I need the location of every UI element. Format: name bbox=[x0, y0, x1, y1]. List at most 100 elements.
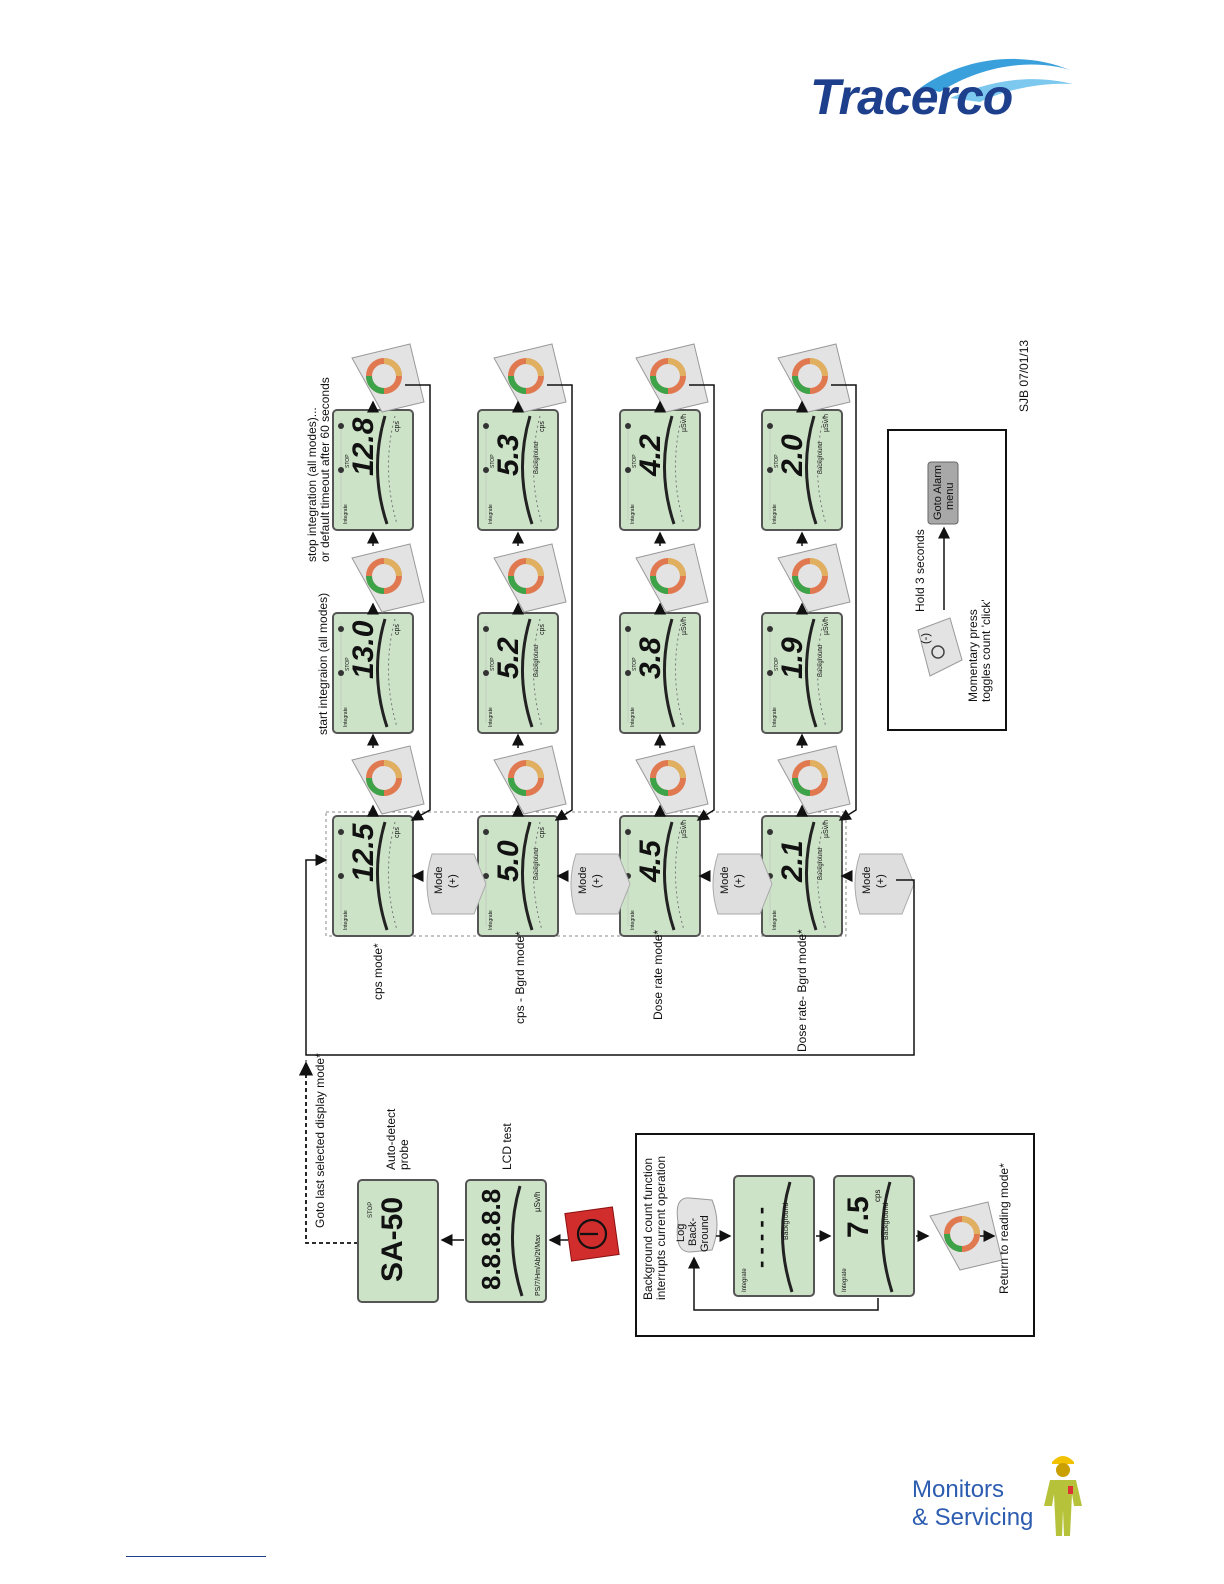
monitors-wordmark: Monitors bbox=[912, 1476, 1005, 1503]
bg-result-integrate-tag: Integrate bbox=[842, 1268, 848, 1292]
lcd-unit: cps bbox=[394, 421, 401, 432]
background-count-box bbox=[635, 1133, 1035, 1337]
keypad-icon[interactable] bbox=[494, 344, 566, 412]
footer-link-underline bbox=[126, 1556, 266, 1557]
probe-detect-lcd bbox=[357, 1179, 439, 1303]
lcd-unit: µSv/h bbox=[823, 820, 830, 838]
alarm-menu-box bbox=[887, 429, 1007, 731]
minus-key-label: (-) bbox=[920, 633, 932, 644]
keypad-icon[interactable] bbox=[636, 344, 708, 412]
lcd-background-tag: Background bbox=[818, 645, 824, 677]
lcd-integrate-tag: Integrate bbox=[343, 910, 349, 930]
lcd-stop-tag: STOP bbox=[345, 454, 351, 468]
log-label-3: Ground bbox=[699, 1215, 711, 1252]
goto-alarm-menu-button[interactable] bbox=[927, 461, 959, 525]
lcd-value: 13.0 bbox=[347, 620, 380, 679]
mode-key-label: Mode bbox=[861, 866, 873, 894]
bg-result-lcd bbox=[833, 1175, 915, 1297]
lcd-integrate-tag: Integrate bbox=[343, 707, 349, 727]
keypad-icon[interactable] bbox=[778, 544, 850, 612]
lcd-stop-tag: STOP bbox=[345, 657, 351, 671]
tracerco-swoosh-icon bbox=[920, 58, 1073, 102]
lcd-stop-tag: STOP bbox=[490, 657, 496, 671]
mode-key-label-plus: (+) bbox=[875, 874, 887, 888]
mode-key-label-plus: (+) bbox=[447, 874, 459, 888]
stop-integration-label-2: or default timeout after 60 seconds bbox=[318, 377, 332, 562]
special-lcd-values: SA-50 8.8.8.8.8 µSv/h PS/7/Hm/Ab/2t/Max … bbox=[368, 1189, 890, 1296]
lcd-stop-tag: STOP bbox=[490, 454, 496, 468]
mode-key-label: Mode bbox=[719, 866, 731, 894]
log-label-2: Back- bbox=[687, 1218, 699, 1246]
lcd-test-display-value: 8.8.8.8.8 bbox=[476, 1189, 506, 1290]
lcd-unit: cps bbox=[539, 827, 546, 838]
lcd-stop-tag: STOP bbox=[632, 454, 638, 468]
keypad-icon[interactable] bbox=[778, 344, 850, 412]
bg-dashes-lcd bbox=[733, 1175, 815, 1297]
bg-result-unit: cps bbox=[873, 1190, 882, 1202]
lcd-integrate-tag: Integrate bbox=[343, 504, 349, 524]
mode-label-dose-bgrd: Dose rate- Bgrd mode* bbox=[795, 929, 809, 1052]
return-to-reading-label: Return to reading mode* bbox=[997, 1163, 1011, 1294]
lcd-unit: µSv/h bbox=[823, 617, 830, 635]
lcd-background-tag: Background bbox=[534, 442, 540, 474]
lcd-value: 5.3 bbox=[492, 434, 525, 476]
bg-dashes-background-tag: Background bbox=[783, 1203, 790, 1240]
goto-alarm-label-2: menu bbox=[944, 482, 956, 510]
mode-key-labels: Mode(+)Mode(+)Mode(+)Mode(+) bbox=[433, 866, 887, 894]
power-button[interactable] bbox=[564, 1206, 620, 1262]
minus-key-button[interactable] bbox=[917, 617, 963, 677]
lcd-stop-tag: STOP bbox=[774, 657, 780, 671]
lcd-unit: µSv/h bbox=[823, 414, 830, 432]
lcd-integrate-tag: Integrate bbox=[630, 504, 636, 524]
keypad-icon[interactable] bbox=[352, 344, 424, 412]
lcd-test-unit: µSv/h bbox=[533, 1191, 542, 1212]
lcd-value: 4.2 bbox=[634, 434, 667, 477]
lcd-integrate-tag: Integrate bbox=[772, 707, 778, 727]
lcd-unit: µSv/h bbox=[681, 820, 688, 838]
lcd-value: 5.0 bbox=[492, 840, 525, 882]
bg-count-label-2: interrupts current operation bbox=[654, 1156, 668, 1300]
worker-icon bbox=[1044, 1456, 1082, 1536]
goto-alarm-label-1: Goto Alarm bbox=[932, 465, 944, 520]
mode-label-cps-bgrd: cps - Bgrd mode* bbox=[513, 931, 527, 1024]
lcd-integrate-tag: Integrate bbox=[772, 910, 778, 930]
lcd-stop-tag: STOP bbox=[774, 454, 780, 468]
lcd-value: 2.1 bbox=[776, 840, 809, 883]
mode-label-cps: cps mode* bbox=[371, 943, 385, 1000]
lcd-test-lcd bbox=[465, 1179, 547, 1303]
lcd-integrate-tag: Integrate bbox=[630, 910, 636, 930]
keypad-icon[interactable] bbox=[778, 746, 850, 814]
log-background-key[interactable] bbox=[676, 1197, 718, 1253]
bg-dashes-value: - - - - - bbox=[748, 1207, 773, 1268]
sjb-code: SJB 07/01/13 bbox=[1017, 340, 1031, 412]
hold-3-seconds-label: Hold 3 seconds bbox=[913, 529, 927, 612]
lcd-value: 5.2 bbox=[492, 637, 525, 679]
bg-result-background-tag: Background bbox=[883, 1203, 890, 1240]
keypad-icon[interactable] bbox=[494, 544, 566, 612]
lcd-test-label: LCD test bbox=[500, 1123, 514, 1170]
bg-count-label-1: Background count function bbox=[641, 1158, 655, 1300]
mode-key-label: Mode bbox=[577, 866, 589, 894]
log-label-1: Log bbox=[675, 1224, 687, 1242]
mode-key-label-plus: (+) bbox=[733, 874, 745, 888]
lcd-integrate-tag: Integrate bbox=[488, 504, 494, 524]
lcd-value: 4.5 bbox=[634, 839, 667, 883]
keypad-icon[interactable] bbox=[494, 746, 566, 814]
keypad-icon[interactable] bbox=[352, 746, 424, 814]
keypad-icon[interactable] bbox=[636, 746, 708, 814]
lcd-integrate-tag: Integrate bbox=[488, 910, 494, 930]
probe-display-value: SA-50 bbox=[376, 1197, 409, 1282]
lcd-background-tag: Background bbox=[818, 848, 824, 880]
keypad-icon[interactable] bbox=[636, 544, 708, 612]
lcd-background-tag: Background bbox=[534, 645, 540, 677]
mode-key-label-plus: (+) bbox=[591, 874, 603, 888]
lcd-value: 3.8 bbox=[634, 637, 667, 679]
auto-detect-label-1: Auto-detect bbox=[384, 1108, 398, 1170]
lcd-unit: cps bbox=[539, 421, 546, 432]
lcd-stop-tag: STOP bbox=[632, 657, 638, 671]
lcd-integrate-tag: Integrate bbox=[630, 707, 636, 727]
auto-detect-label-2: probe bbox=[397, 1139, 411, 1170]
goto-last-mode-label: Goto last selected display mode* bbox=[313, 1053, 327, 1228]
keypad-icon[interactable] bbox=[352, 544, 424, 612]
